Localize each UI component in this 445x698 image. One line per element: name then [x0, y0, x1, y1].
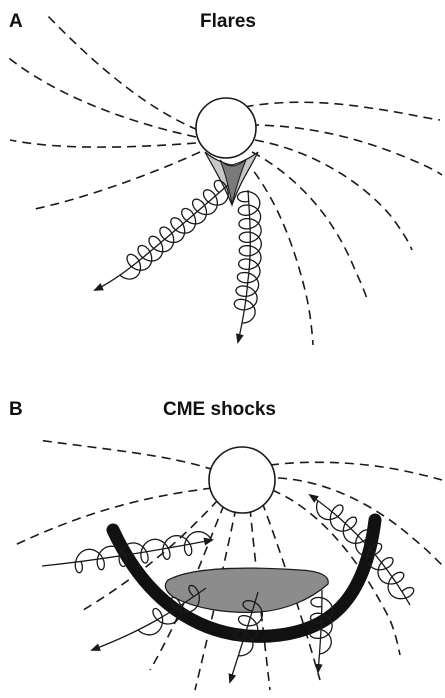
particle-helix-a1	[120, 180, 228, 279]
helix-loops	[120, 180, 228, 279]
sun-icon	[196, 98, 256, 158]
helix-loops	[234, 192, 261, 324]
panel-a-helices	[95, 180, 261, 342]
panel-a-flare-region	[205, 152, 258, 205]
sun-icon	[209, 447, 275, 513]
particle-helix-a2	[234, 192, 261, 324]
